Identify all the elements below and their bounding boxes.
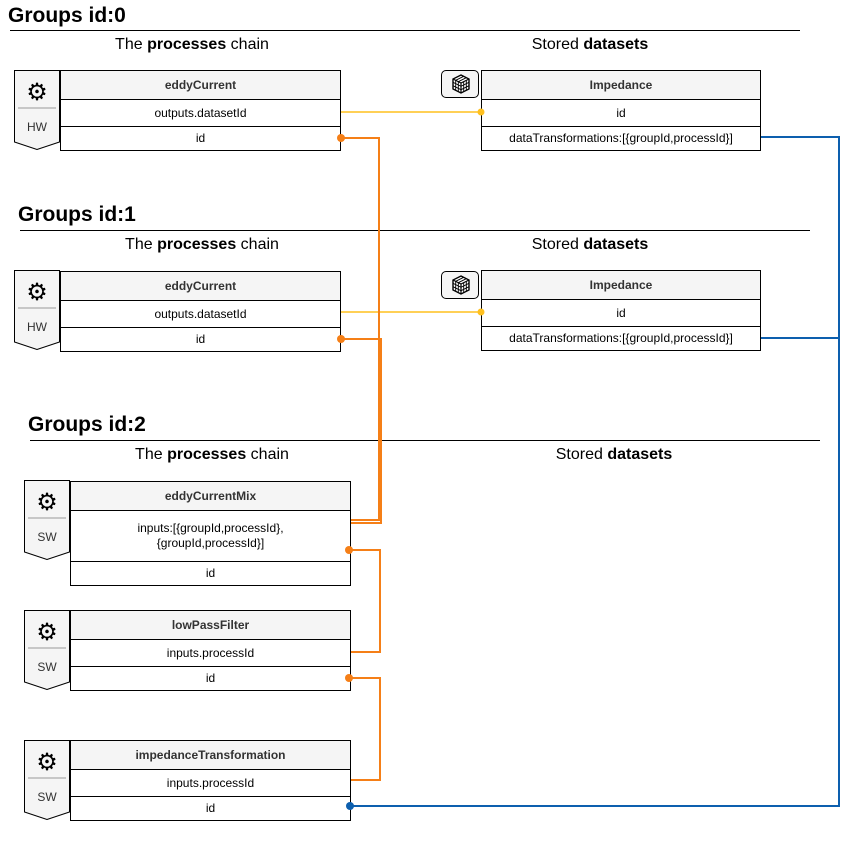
group-2-datasets-heading: Stored datasets <box>555 446 673 463</box>
group-1-datasets-heading: Stored datasets <box>531 236 649 253</box>
dataset-field: dataTransformations:[{groupId,processId}… <box>509 131 733 145</box>
process-field: id <box>205 566 216 580</box>
process-field: outputs.datasetId <box>61 100 340 127</box>
connector-dot <box>477 308 485 316</box>
process-kind-label: HW <box>27 320 47 334</box>
connector-dot <box>477 108 485 116</box>
connector-blue <box>350 136 840 807</box>
process-table-eddyCurrent[interactable]: eddyCurrent outputs.datasetId id <box>60 271 341 352</box>
group-2-divider <box>30 440 820 441</box>
process-kind-label: SW <box>37 660 57 674</box>
dataset-field: id <box>482 300 760 327</box>
cube-icon <box>452 275 470 295</box>
process-table-impedanceTransformation[interactable]: impedanceTransformation inputs.processId… <box>70 740 351 821</box>
dataset-field: dataTransformations:[{groupId,processId}… <box>509 331 733 345</box>
gear-icon: ⚙ <box>36 749 58 776</box>
connector-orange <box>349 549 381 653</box>
process-kind-badge: ⚙ HW <box>14 70 60 150</box>
gear-icon: ⚙ <box>36 489 58 516</box>
process-field: inputs:[{groupId,processId}, {groupId,pr… <box>71 511 350 562</box>
gear-icon: ⚙ <box>36 619 58 646</box>
process-field: inputs.processId <box>71 640 350 667</box>
process-name: eddyCurrentMix <box>71 482 350 511</box>
process-kind-label: SW <box>37 790 57 804</box>
group-0-title: Groups id:0 <box>8 4 126 27</box>
process-kind-badge: ⚙ SW <box>24 740 70 820</box>
dataset-table-impedance[interactable]: Impedance id dataTransformations:[{group… <box>481 270 761 351</box>
gear-icon: ⚙ <box>26 79 48 106</box>
process-field: inputs.processId <box>71 770 350 797</box>
group-2-title: Groups id:2 <box>28 413 146 436</box>
dataset-icon-box <box>441 70 479 98</box>
process-table-lowPassFilter[interactable]: lowPassFilter inputs.processId id <box>70 610 351 691</box>
group-1-processes-heading: The processes chain <box>125 236 279 253</box>
dataset-name: Impedance <box>482 71 760 100</box>
gear-icon: ⚙ <box>26 279 48 306</box>
connector-dot <box>346 802 354 810</box>
process-field: id <box>205 671 216 685</box>
group-1-divider <box>20 230 810 231</box>
cube-icon <box>452 74 470 94</box>
process-name: eddyCurrent <box>61 71 340 100</box>
connector-dot <box>345 674 353 682</box>
process-name: impedanceTransformation <box>71 741 350 770</box>
process-field: id <box>205 801 216 815</box>
dataset-icon-box <box>441 271 479 299</box>
process-kind-badge: ⚙ SW <box>24 610 70 690</box>
group-2-processes-heading: The processes chain <box>135 446 289 463</box>
connector-orange <box>341 137 380 521</box>
process-table-eddyCurrentMix[interactable]: eddyCurrentMix inputs:[{groupId,processI… <box>70 481 351 586</box>
group-0-processes-heading: The processes chain <box>115 36 269 53</box>
process-name: lowPassFilter <box>71 611 350 640</box>
connector-orange <box>341 338 382 524</box>
dataset-table-impedance[interactable]: Impedance id dataTransformations:[{group… <box>481 70 761 151</box>
dataset-field: id <box>482 100 760 127</box>
process-table-eddyCurrent[interactable]: eddyCurrent outputs.datasetId id <box>60 70 341 151</box>
process-field: outputs.datasetId <box>61 301 340 328</box>
dataset-name: Impedance <box>482 271 760 300</box>
process-kind-badge: ⚙ SW <box>24 480 70 560</box>
process-field: id <box>195 332 206 346</box>
process-name: eddyCurrent <box>61 272 340 301</box>
process-kind-label: HW <box>27 120 47 134</box>
process-field: id <box>195 131 206 145</box>
process-kind-label: SW <box>37 530 57 544</box>
group-0-divider <box>10 30 800 31</box>
connector-dot <box>337 335 345 343</box>
group-1-title: Groups id:1 <box>18 203 136 226</box>
group-0-datasets-heading: Stored datasets <box>531 36 649 53</box>
process-kind-badge: ⚙ HW <box>14 270 60 350</box>
connector-dot <box>345 546 353 554</box>
connector-orange <box>349 677 381 781</box>
connector-dot <box>337 134 345 142</box>
